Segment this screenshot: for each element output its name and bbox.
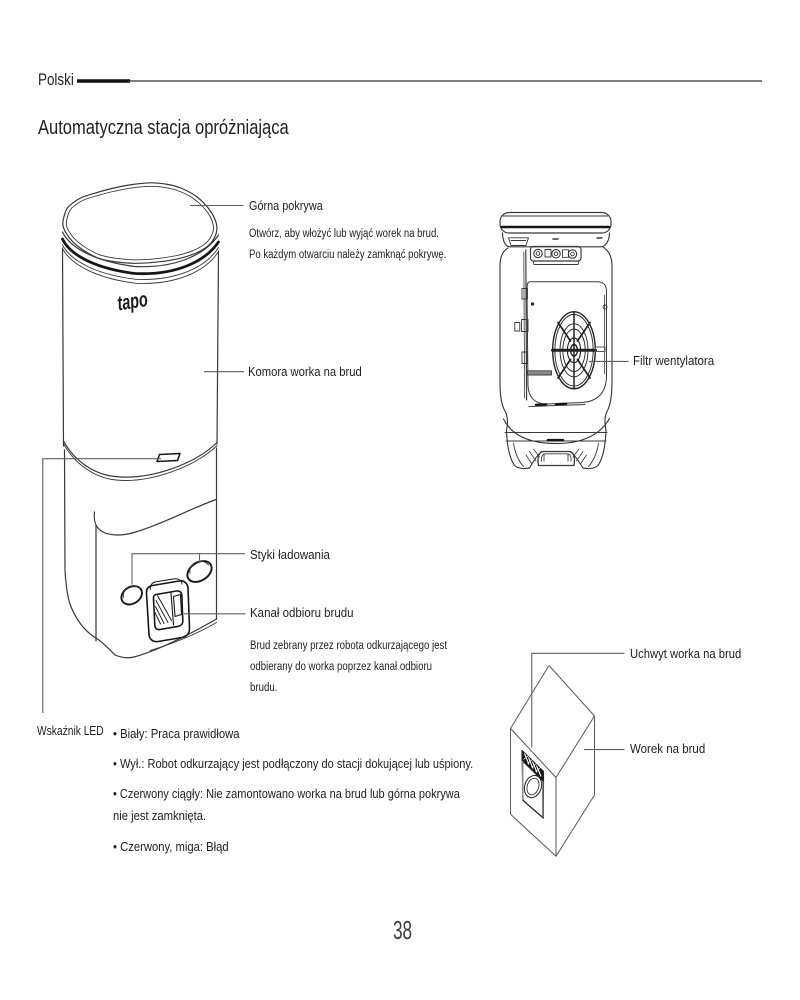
svg-text:tapo: tapo (116, 287, 150, 315)
